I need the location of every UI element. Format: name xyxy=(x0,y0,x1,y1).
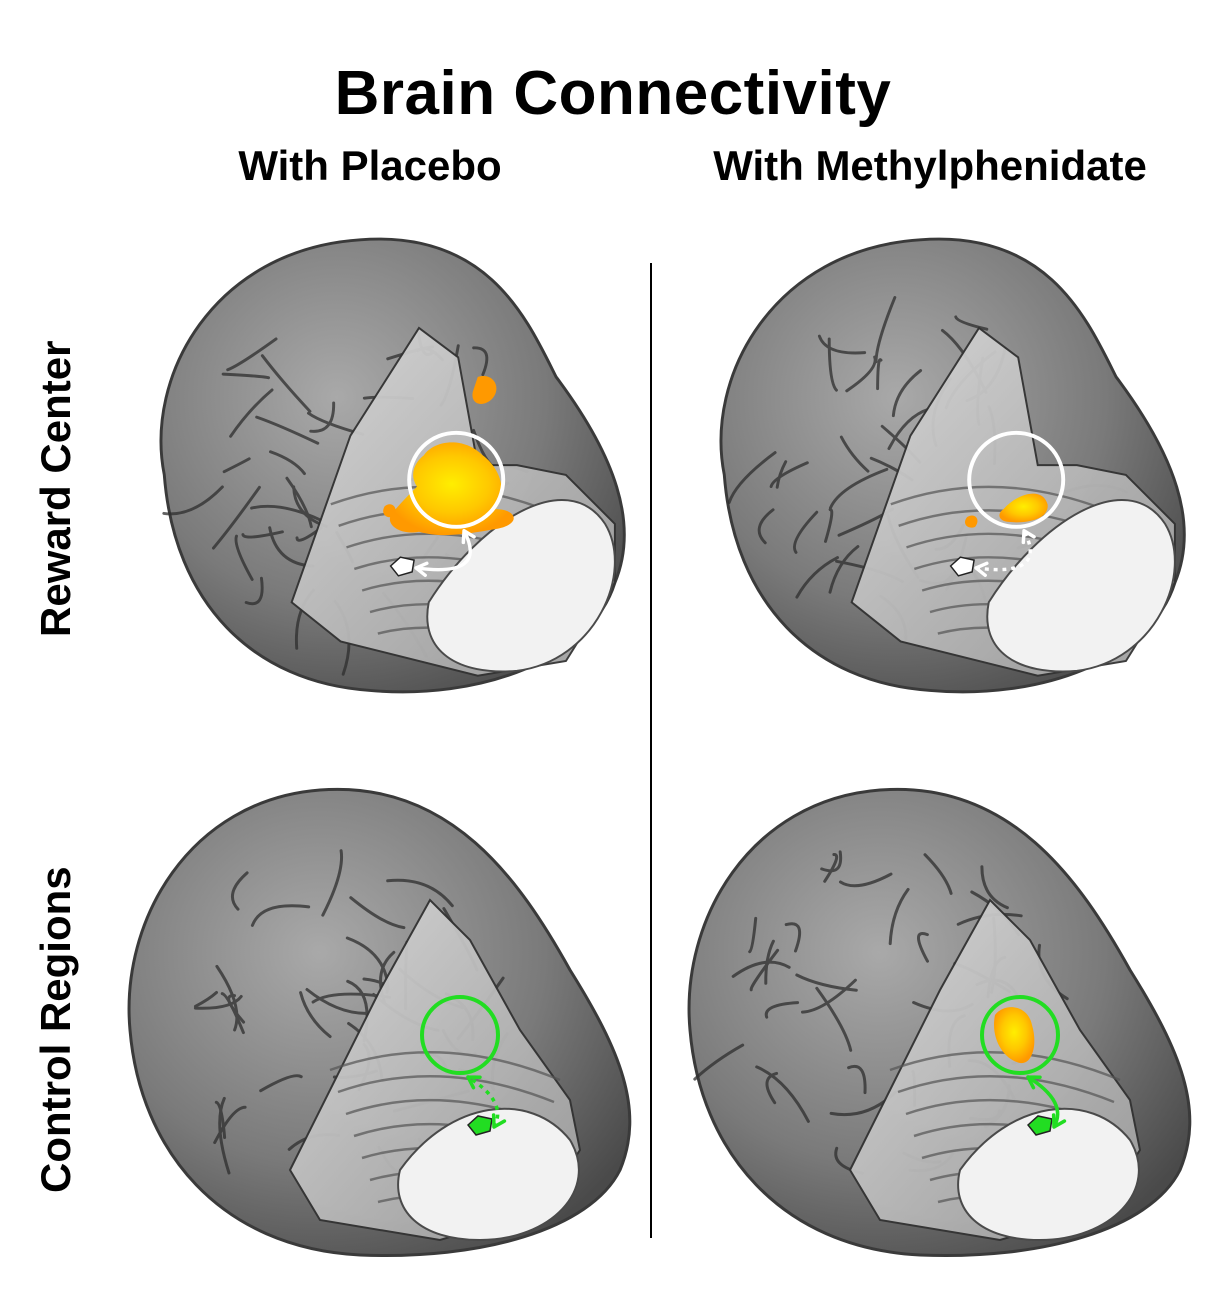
brain-rendering xyxy=(127,787,632,1258)
brain-rendering xyxy=(687,787,1192,1258)
arrow-head xyxy=(1026,1075,1042,1090)
seed-region xyxy=(389,556,415,577)
white-matter xyxy=(986,499,1176,673)
arrow-head xyxy=(1021,529,1036,545)
arrow-head xyxy=(1051,1113,1067,1129)
white-matter xyxy=(397,1107,580,1242)
roi-circle xyxy=(420,995,500,1075)
figure-title: Brain Connectivity xyxy=(334,59,892,128)
roi-circle xyxy=(407,430,506,529)
arrow-head xyxy=(974,561,989,578)
arrow-head xyxy=(491,1113,507,1129)
arrow-head xyxy=(414,561,429,578)
roi-circle xyxy=(980,995,1060,1075)
panel-control-methylphenidate xyxy=(660,770,1200,1260)
roi-circle xyxy=(967,430,1066,529)
activation-blob xyxy=(994,1007,1035,1064)
connection-arrow xyxy=(467,1075,500,1128)
seed-region xyxy=(1026,1115,1053,1136)
panel-reward-methylphenidate xyxy=(660,230,1200,710)
white-matter xyxy=(957,1107,1140,1242)
arrow-head xyxy=(466,1075,482,1090)
activation-blob xyxy=(964,493,1048,528)
brain-rendering xyxy=(159,237,626,694)
panel-reward-placebo xyxy=(100,230,640,710)
row-label-control-regions: Control Regions xyxy=(32,866,79,1193)
column-header-placebo: With Placebo xyxy=(238,142,502,189)
column-divider xyxy=(650,263,652,1238)
brain-rendering xyxy=(719,237,1186,694)
arrow-head xyxy=(461,529,476,545)
connection-arrow xyxy=(1027,1075,1060,1128)
seed-region xyxy=(949,556,975,577)
column-header-methylphenidate: With Methylphenidate xyxy=(713,142,1147,189)
connection-arrow xyxy=(415,529,472,572)
panel-control-placebo xyxy=(100,770,640,1260)
row-label-reward-center: Reward Center xyxy=(32,340,79,637)
seed-region xyxy=(466,1115,493,1136)
